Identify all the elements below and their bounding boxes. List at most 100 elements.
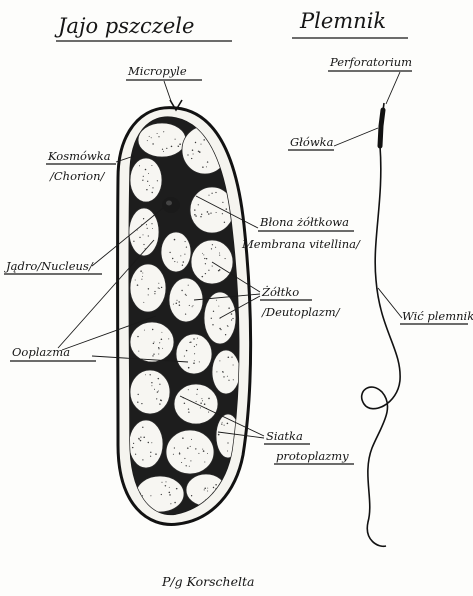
yolk-granule bbox=[170, 503, 171, 504]
yolk-granule bbox=[174, 447, 175, 448]
yolk-granule bbox=[202, 449, 203, 450]
sperm-head bbox=[380, 110, 383, 146]
yolk-granule bbox=[152, 228, 153, 229]
yolk-granule bbox=[212, 244, 213, 245]
yolk-granule bbox=[200, 402, 201, 403]
yolk-granule bbox=[148, 235, 149, 236]
yolk-granule bbox=[159, 342, 160, 343]
yolk-granule bbox=[179, 452, 180, 453]
yolk-granule bbox=[208, 398, 210, 400]
yolk-granule bbox=[204, 258, 205, 259]
yolk-granule bbox=[189, 466, 190, 467]
yolk-granule bbox=[142, 427, 143, 428]
yolk-granule bbox=[181, 462, 182, 463]
yolk-granule bbox=[151, 382, 152, 383]
yolk-granule bbox=[222, 213, 223, 214]
yolk-granule bbox=[153, 343, 154, 344]
yolk-granule bbox=[133, 241, 134, 242]
yolk-granule bbox=[176, 488, 178, 490]
yolk-granule bbox=[138, 438, 140, 440]
egg-drawing bbox=[118, 100, 251, 530]
yolk-granule bbox=[180, 255, 181, 256]
yolk-granule bbox=[176, 300, 177, 301]
yolk-granule bbox=[184, 403, 185, 404]
yolk-granule bbox=[188, 285, 189, 286]
yolk-granule bbox=[198, 204, 199, 205]
yolk-granule bbox=[228, 307, 230, 309]
yolk-granule bbox=[158, 353, 159, 354]
yolk-granule bbox=[142, 180, 143, 181]
yolk-granule bbox=[190, 342, 191, 343]
yolk-granule bbox=[184, 458, 185, 459]
yolk-granule bbox=[216, 371, 217, 372]
yolk-granule bbox=[195, 215, 196, 216]
leader-head bbox=[334, 128, 378, 146]
yolk-cell bbox=[138, 123, 186, 157]
yolk-granule bbox=[227, 423, 229, 425]
yolk-granule bbox=[203, 139, 205, 141]
yolk-granule bbox=[188, 389, 189, 390]
yolk-granule bbox=[204, 403, 206, 405]
yolk-granule bbox=[157, 180, 158, 181]
yolk-granule bbox=[199, 361, 200, 362]
yolk-granule bbox=[151, 137, 152, 138]
yolk-granule bbox=[193, 305, 194, 306]
yolk-granule bbox=[206, 166, 207, 167]
yolk-granule bbox=[212, 324, 213, 325]
yolk-granule bbox=[186, 350, 187, 351]
yolk-granule bbox=[197, 389, 198, 390]
yolk-granule bbox=[162, 149, 163, 150]
yolk-granule bbox=[163, 131, 164, 132]
yolk-granule bbox=[159, 288, 160, 289]
yolk-cell bbox=[130, 370, 170, 414]
label-vitelline: Błona żółtkowa bbox=[259, 215, 349, 229]
yolk-granule bbox=[152, 329, 153, 330]
yolk-granule bbox=[139, 165, 140, 166]
yolk-granule bbox=[219, 255, 220, 256]
yolk-granule bbox=[204, 487, 206, 489]
yolk-granule bbox=[147, 228, 148, 229]
yolk-granule bbox=[222, 422, 223, 423]
yolk-granule bbox=[133, 443, 134, 444]
yolk-granule bbox=[207, 490, 208, 491]
yolk-granule bbox=[207, 453, 208, 454]
yolk-granule bbox=[215, 192, 216, 193]
yolk-granule bbox=[211, 318, 212, 319]
yolk-granule bbox=[169, 252, 170, 253]
yolk-granule bbox=[148, 288, 149, 289]
label-yolk-latin: /Deutoplazm/ bbox=[261, 305, 341, 319]
yolk-granule bbox=[152, 192, 153, 193]
yolk-granule bbox=[224, 425, 225, 426]
yolk-granule bbox=[193, 153, 194, 154]
yolk-granule bbox=[196, 394, 197, 395]
yolk-granule bbox=[227, 376, 228, 377]
yolk-granule bbox=[143, 218, 144, 219]
yolk-granule bbox=[147, 181, 148, 182]
yolk-granule bbox=[191, 495, 192, 496]
yolk-granule bbox=[138, 351, 139, 352]
yolk-granule bbox=[181, 290, 182, 291]
yolk-granule bbox=[228, 380, 229, 381]
yolk-granule bbox=[193, 338, 194, 339]
yolk-granule bbox=[159, 403, 160, 404]
label-network: Siatka bbox=[266, 429, 303, 443]
label-chorion-latin: /Chorion/ bbox=[49, 169, 106, 183]
yolk-granule bbox=[143, 234, 144, 235]
yolk-granule bbox=[218, 306, 219, 307]
yolk-granule bbox=[182, 265, 183, 266]
yolk-granule bbox=[186, 295, 187, 296]
yolk-granule bbox=[182, 437, 184, 439]
yolk-granule bbox=[193, 362, 195, 364]
yolk-granule bbox=[233, 379, 234, 380]
yolk-granule bbox=[203, 254, 204, 255]
yolk-granule bbox=[145, 374, 146, 375]
yolk-granule bbox=[185, 314, 186, 315]
yolk-granule bbox=[192, 150, 193, 151]
yolk-granule bbox=[223, 376, 224, 377]
label-micropyle: Micropyle bbox=[127, 64, 187, 78]
yolk-granule bbox=[196, 344, 197, 345]
yolk-granule bbox=[197, 338, 198, 339]
yolk-granule bbox=[198, 453, 199, 454]
yolk-granule bbox=[151, 223, 152, 224]
yolk-granule bbox=[177, 262, 178, 263]
